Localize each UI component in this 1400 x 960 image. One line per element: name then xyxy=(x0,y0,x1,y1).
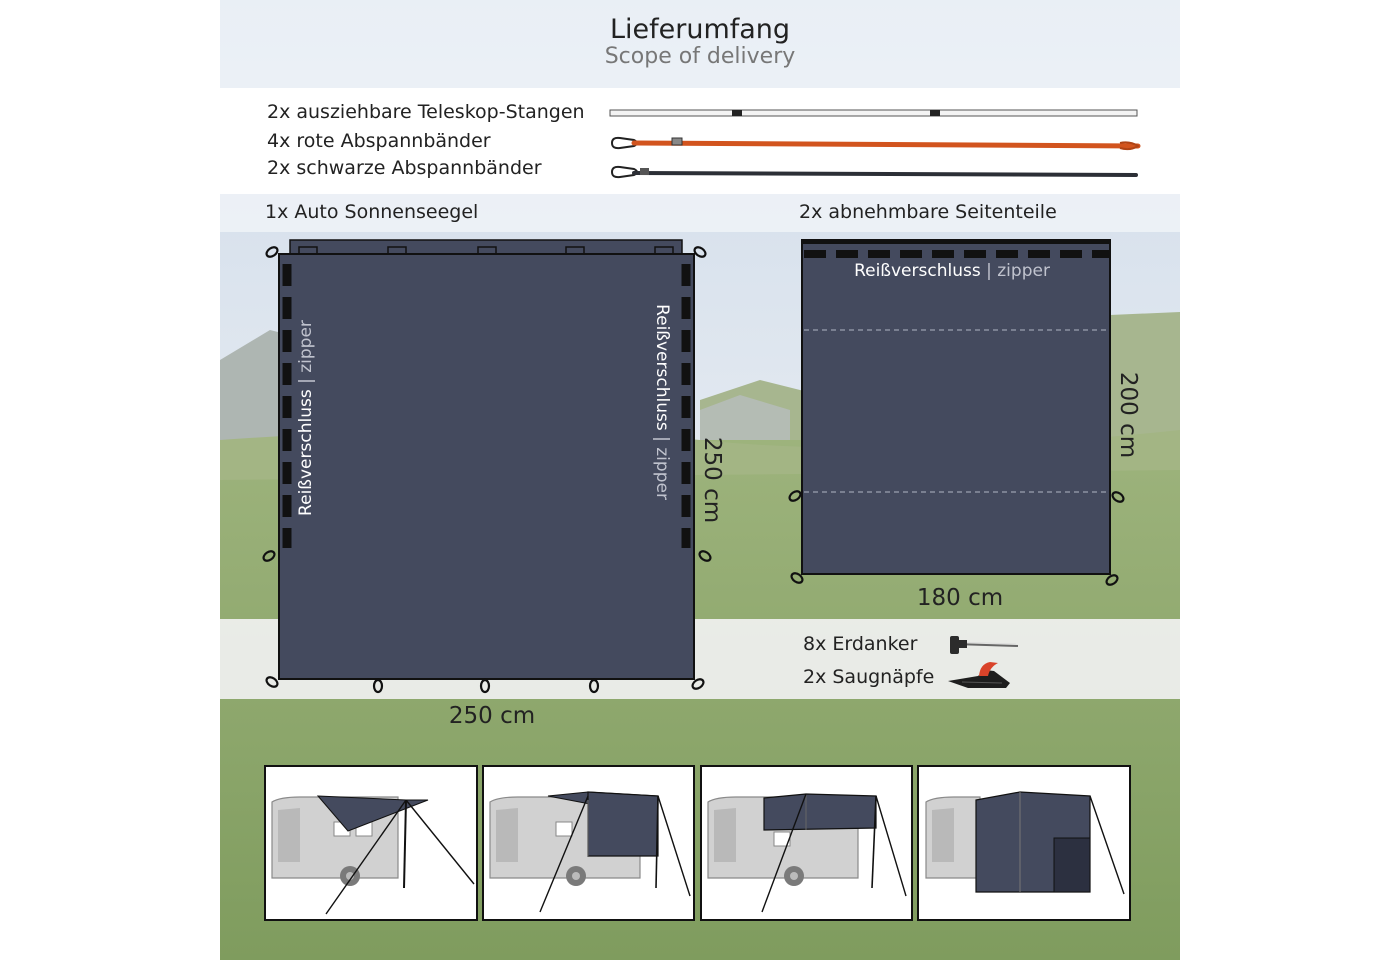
awning-label: 1x Auto Sonnenseegel xyxy=(265,201,479,223)
setup-step-2 xyxy=(482,765,695,921)
telescopic-pole-icon xyxy=(609,109,1138,117)
setup-steps xyxy=(264,765,1131,921)
awning-left-zipper-label: Reißverschluss | zipper xyxy=(296,320,316,516)
side-panel-height-dimension: 200 cm xyxy=(1115,371,1141,459)
accessory-label-black-straps: 2x schwarze Abspannbänder xyxy=(267,157,542,179)
side-panel-width-dimension: 180 cm xyxy=(916,585,1004,611)
awning-height-dimension: 250 cm xyxy=(699,436,725,524)
side-panel-zipper-label: Reißverschluss | zipper xyxy=(854,261,1050,281)
extra-label-suction-cups: 2x Saugnäpfe xyxy=(803,666,935,688)
awning-sheet xyxy=(262,239,712,694)
accessory-label-poles: 2x ausziehbare Teleskop-Stangen xyxy=(267,101,585,123)
red-guy-strap-icon xyxy=(610,136,1141,151)
suction-cup-icon xyxy=(948,662,1010,688)
setup-step-4 xyxy=(917,765,1131,921)
accessory-label-red-straps: 4x rote Abspannbänder xyxy=(267,130,491,152)
awning-width-dimension: 250 cm xyxy=(448,703,536,729)
page-subtitle: Scope of delivery xyxy=(604,44,796,69)
extra-label-ground-pegs: 8x Erdanker xyxy=(803,633,918,655)
black-guy-strap-icon xyxy=(610,165,1138,179)
page-title: Lieferumfang xyxy=(609,14,791,45)
side-panel-label: 2x abnehmbare Seitenteile xyxy=(799,201,1057,223)
awning-right-zipper-label: Reißverschluss | zipper xyxy=(652,304,672,500)
ground-peg-icon xyxy=(950,636,1019,654)
side-panel-sheet xyxy=(788,239,1125,586)
setup-step-1 xyxy=(264,765,478,921)
setup-step-3 xyxy=(700,765,913,921)
